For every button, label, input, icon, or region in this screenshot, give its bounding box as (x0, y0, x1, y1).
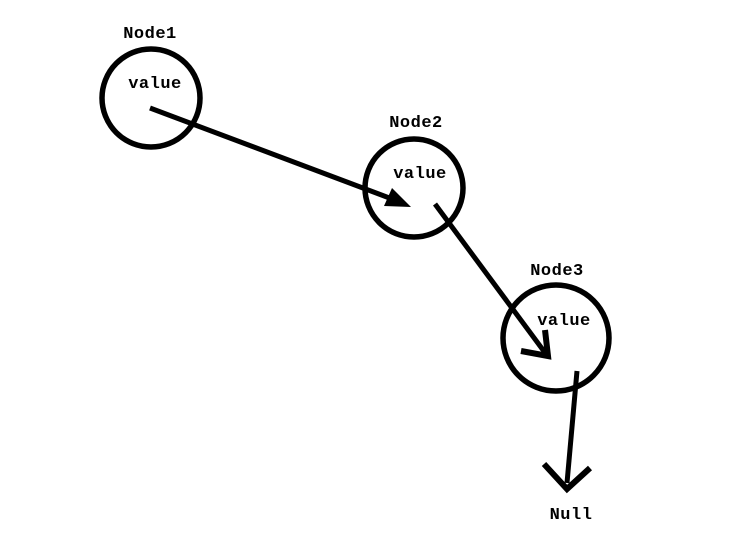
node-2-title: Node2 (389, 114, 443, 133)
pointer-arrow-node1-to-node2 (149, 105, 411, 207)
node-3: Node3 value (500, 262, 612, 394)
node-1-title: Node1 (123, 25, 177, 44)
node-2-value: value (393, 165, 447, 184)
arrow-head-icon (384, 188, 411, 207)
arrow-shaft (432, 202, 549, 356)
arrow-shaft (564, 370, 580, 484)
arrow-head-icon (520, 329, 552, 360)
arrow-shaft (149, 105, 401, 205)
null-label: Null (550, 506, 593, 525)
node-3-circle (500, 282, 612, 394)
node-1-value: value (128, 75, 182, 94)
arrow-head-icon (541, 461, 593, 494)
pointer-arrow-node2-to-node3 (432, 202, 552, 360)
node-3-value: value (537, 312, 591, 331)
node-3-title: Node3 (530, 262, 584, 281)
pointer-arrow-node3-to-null (541, 370, 593, 494)
node-1: Node1 value (99, 25, 203, 150)
node-1-circle (99, 46, 203, 150)
